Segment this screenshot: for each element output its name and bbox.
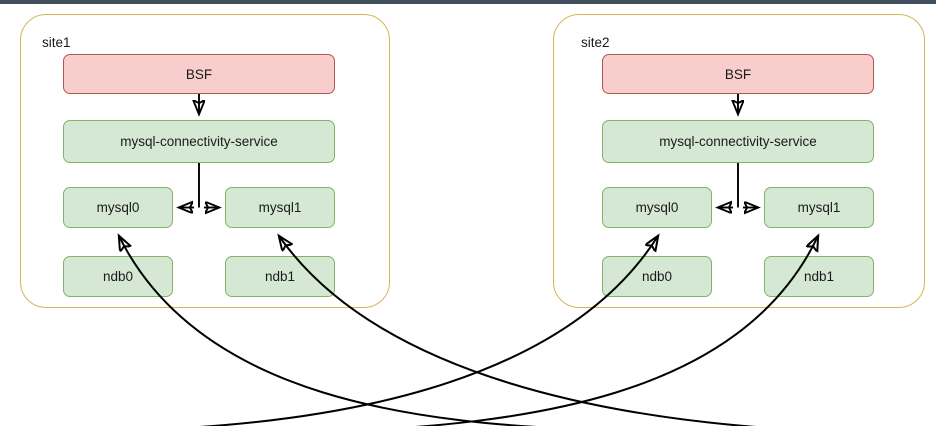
node-label: mysql-connectivity-service — [659, 134, 817, 149]
node-site1-mysql0[interactable]: mysql0 — [63, 187, 173, 228]
node-site1-bsf[interactable]: BSF — [63, 54, 335, 94]
node-site2-mysql1[interactable]: mysql1 — [764, 187, 874, 228]
node-label: mysql-connectivity-service — [120, 134, 278, 149]
node-site2-mysql0[interactable]: mysql0 — [602, 187, 712, 228]
node-label: mysql1 — [258, 200, 302, 215]
node-label: mysql1 — [797, 200, 841, 215]
node-label: ndb1 — [264, 269, 296, 284]
node-label: BSF — [724, 66, 752, 82]
site-label-site2: site2 — [581, 35, 610, 50]
node-label: mysql0 — [635, 200, 679, 215]
node-site1-mysql1[interactable]: mysql1 — [225, 187, 335, 228]
node-label: ndb0 — [641, 269, 673, 284]
node-site2-ndb1[interactable]: ndb1 — [764, 256, 874, 297]
node-site2-connectivity-service[interactable]: mysql-connectivity-service — [602, 120, 874, 163]
site-label-site1: site1 — [42, 35, 71, 50]
node-site1-ndb1[interactable]: ndb1 — [225, 256, 335, 297]
node-site1-ndb0[interactable]: ndb0 — [63, 256, 173, 297]
node-label: ndb1 — [803, 269, 835, 284]
top-accent-bar — [0, 0, 936, 4]
node-label: BSF — [185, 66, 213, 82]
node-label: ndb0 — [102, 269, 134, 284]
node-site2-bsf[interactable]: BSF — [602, 54, 874, 94]
node-site2-ndb0[interactable]: ndb0 — [602, 256, 712, 297]
node-site1-connectivity-service[interactable]: mysql-connectivity-service — [63, 120, 335, 163]
node-label: mysql0 — [96, 200, 140, 215]
